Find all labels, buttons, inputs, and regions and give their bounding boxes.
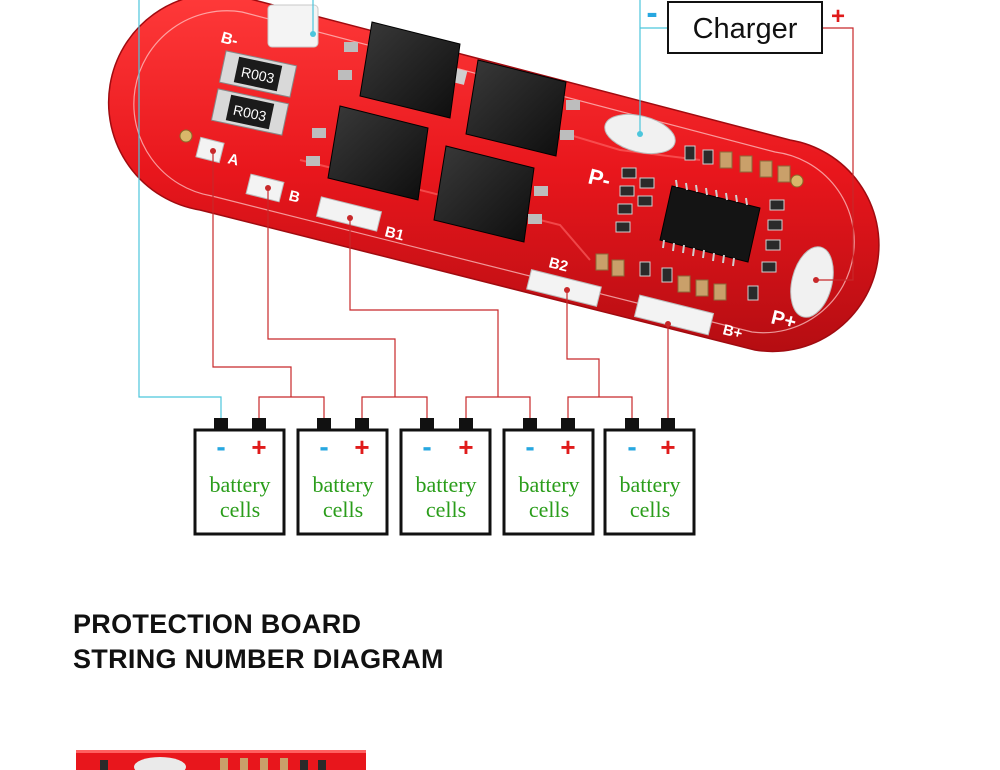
pad-label-b-plus: B+: [721, 321, 744, 342]
mounting-hole: [790, 174, 804, 188]
series-link-2: [361, 396, 428, 418]
pad-label-b1: B1: [383, 223, 406, 244]
mosfet: [433, 145, 548, 243]
wire-b1: [349, 218, 499, 397]
cell-label-line2: cells: [426, 497, 466, 522]
pad-label-b-minus: B-: [219, 29, 240, 50]
battery-cell: - + battery cells: [502, 418, 595, 536]
mosfet: [465, 59, 580, 157]
wire-junctions-negative: [310, 31, 643, 137]
smd-components: [615, 145, 785, 301]
pad-b-minus: [267, 4, 319, 48]
resistor-marking: R003: [240, 64, 276, 87]
pad-b2: [526, 268, 602, 308]
capacitors: [595, 151, 791, 301]
cell-plus-sign: +: [251, 432, 266, 462]
series-link-1: [258, 396, 325, 418]
cell-minus-sign: -: [627, 431, 636, 462]
board-photo-preview: [76, 750, 366, 770]
pad-label-b: B: [287, 187, 302, 206]
battery-cell: - + battery cells: [603, 418, 696, 536]
charger-plus-sign: +: [831, 3, 845, 30]
cell-label-line1: battery: [312, 472, 373, 497]
pad-label-a: A: [226, 150, 241, 169]
cell-minus-sign: -: [319, 431, 328, 462]
wire-b-minus-to-cell: [138, 0, 222, 418]
battery-cell: - + battery cells: [296, 418, 389, 536]
series-link-3: [465, 396, 531, 418]
cell-plus-sign: +: [458, 432, 473, 462]
cell-plus-sign: +: [354, 432, 369, 462]
pad-b-plus: [633, 294, 715, 336]
diagram-heading-line1: PROTECTION BOARD: [73, 609, 362, 639]
mosfet: [306, 105, 429, 201]
cell-label-line1: battery: [518, 472, 579, 497]
cell-label-line2: cells: [630, 497, 670, 522]
shunt-resistor: R003: [210, 88, 290, 136]
resistor-marking: R003: [232, 102, 268, 125]
cell-plus-sign: +: [560, 432, 575, 462]
charger-minus-sign: -: [646, 0, 657, 32]
pad-label-b2: B2: [547, 254, 570, 275]
cell-label-line1: battery: [415, 472, 476, 497]
pad-b1: [315, 196, 383, 232]
cell-label-line1: battery: [209, 472, 270, 497]
series-link-4: [567, 396, 633, 418]
mosfet: [338, 21, 468, 119]
wire-junctions: [210, 148, 819, 327]
wire-b: [267, 188, 396, 397]
cell-label-line2: cells: [220, 497, 260, 522]
cell-minus-sign: -: [216, 431, 225, 462]
diagram-heading-line2: STRING NUMBER DIAGRAM: [73, 644, 444, 674]
mounting-hole: [179, 129, 193, 143]
charger-box: [667, 1, 823, 54]
wire-b2: [566, 290, 600, 397]
wire-a: [212, 151, 292, 397]
cell-label-line1: battery: [619, 472, 680, 497]
battery-cell: - + battery cells: [399, 418, 492, 536]
charger: Charger - +: [646, 0, 845, 54]
protection-ic: [659, 179, 761, 267]
charger-label: Charger: [693, 13, 798, 45]
wire-p-plus: [816, 27, 854, 281]
wires: [138, 0, 854, 418]
battery-cells: - + battery cells - + battery cells - + …: [193, 418, 696, 536]
cell-minus-sign: -: [422, 431, 431, 462]
pad-p-plus: [790, 246, 834, 318]
battery-cell: - + battery cells: [193, 418, 286, 536]
protection-board: B- R003 R003: [107, 0, 880, 353]
cell-minus-sign: -: [525, 431, 534, 462]
shunt-resistor: R003: [218, 50, 298, 98]
pad-a: [195, 136, 225, 164]
cell-label-line2: cells: [529, 497, 569, 522]
cell-plus-sign: +: [660, 432, 675, 462]
cell-label-line2: cells: [323, 497, 363, 522]
